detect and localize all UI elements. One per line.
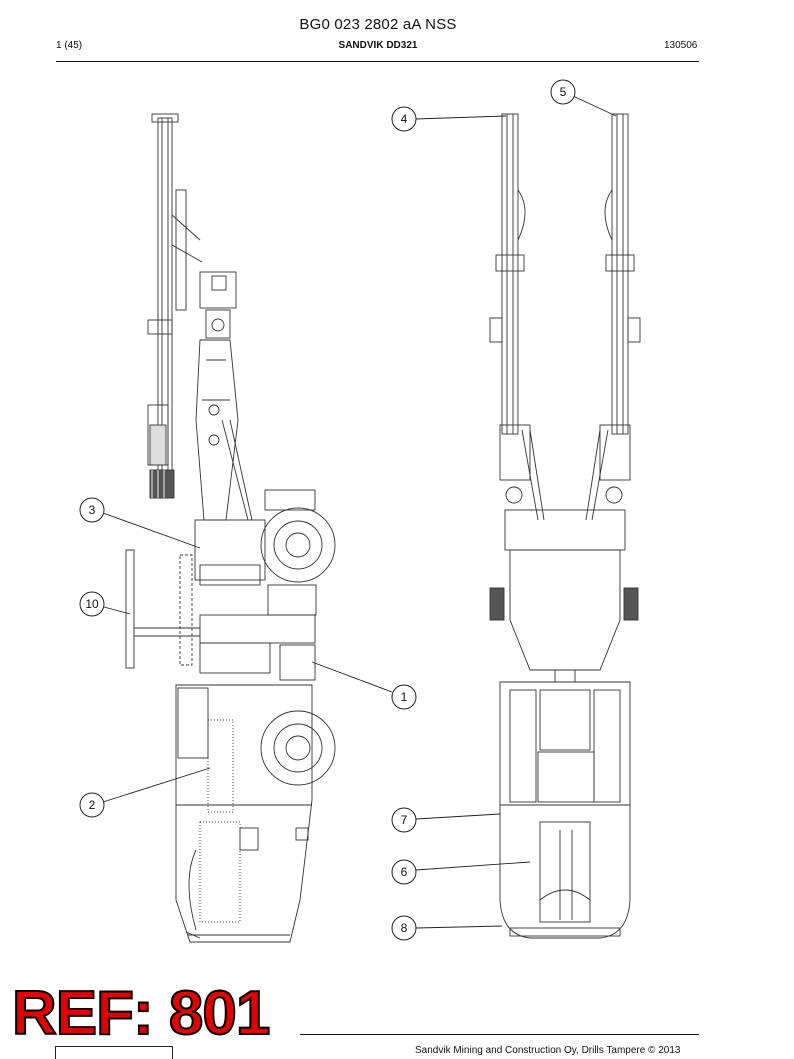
callout-5: 5 (550, 79, 576, 105)
callout-group: 1 2 3 4 5 6 7 8 10 (79, 79, 576, 941)
side-view (125, 113, 336, 943)
footer-copyright: Sandvik Mining and Construction Oy, Dril… (415, 1045, 681, 1056)
svg-text:1: 1 (401, 690, 408, 704)
footer-rule (300, 1034, 699, 1035)
callout-4: 4 (391, 106, 417, 132)
svg-text:4: 4 (401, 112, 408, 126)
page-number: 1 (45) (56, 40, 83, 51)
callout-10: 10 (79, 591, 105, 617)
machine-model: SANDVIK DD321 (338, 40, 418, 51)
date-code: 130506 (664, 40, 698, 51)
svg-text:8: 8 (401, 921, 408, 935)
callout-8: 8 (391, 915, 417, 941)
svg-text:2: 2 (89, 798, 96, 812)
header-rule (56, 61, 699, 62)
callout-3: 3 (79, 497, 105, 523)
svg-text:6: 6 (401, 865, 408, 879)
callout-1: 1 (391, 684, 417, 710)
callout-6: 6 (391, 859, 417, 885)
leader-lines (102, 95, 617, 929)
callout-2: 2 (79, 792, 105, 818)
svg-text:3: 3 (89, 503, 96, 517)
top-view (489, 113, 641, 939)
svg-text:5: 5 (560, 85, 567, 99)
document-title: BG0 023 2802 aA NSS (299, 16, 457, 33)
reference-stamp: REF: 801 (11, 979, 271, 1048)
svg-text:7: 7 (401, 813, 408, 827)
callout-7: 7 (391, 807, 417, 833)
svg-text:10: 10 (85, 597, 99, 611)
